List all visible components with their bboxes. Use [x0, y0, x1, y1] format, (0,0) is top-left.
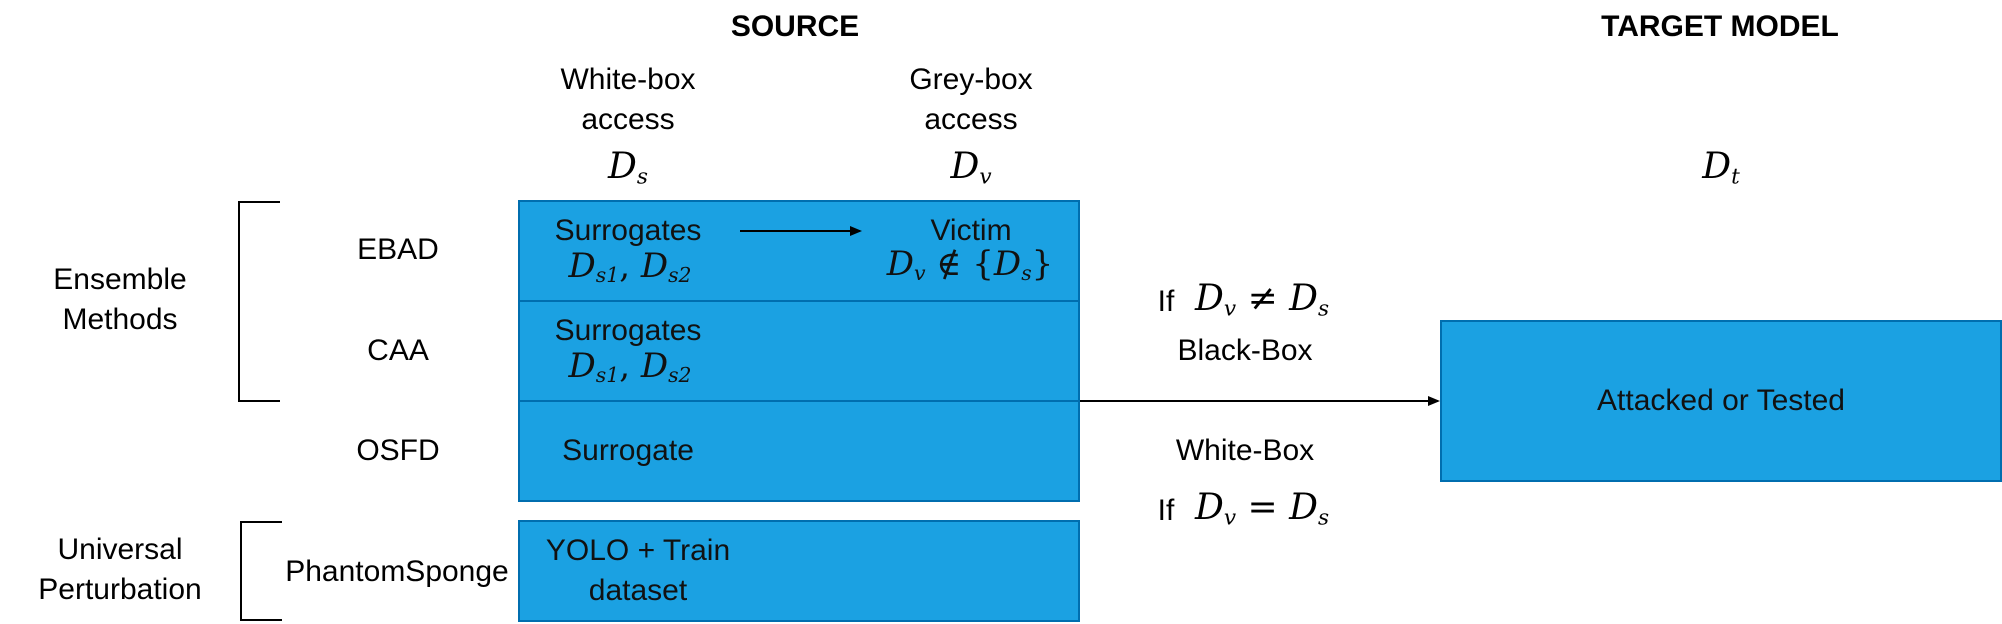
method-phantomsponge-label: PhantomSponge	[285, 555, 509, 588]
universal-bracket	[240, 521, 282, 621]
row-divider	[518, 300, 1080, 302]
caa-surrogates-formula: Ds1, Ds2	[568, 346, 692, 388]
method-caa-label: CAA	[367, 334, 429, 367]
target-model-header: TARGET MODEL	[1601, 10, 1839, 43]
if-label: If	[1157, 494, 1175, 527]
black-box-label: Black-Box	[1177, 334, 1313, 367]
ebad-surrogates-label: Surrogates	[554, 214, 702, 247]
caa-surrogates-label: Surrogates	[554, 314, 702, 347]
ebad-victim-label: Victim	[930, 214, 1012, 247]
universal-perturbation-label: Universal Perturbation	[38, 533, 202, 606]
if-label: If	[1157, 285, 1175, 318]
dv-eq-ds-formula: Dv = Ds	[1195, 487, 1330, 531]
dv-column-symbol: Dv	[950, 146, 992, 190]
dt-column-symbol: Dt	[1702, 146, 1740, 190]
ds-column-symbol: Ds	[608, 146, 648, 190]
target-model-box	[1440, 320, 2002, 482]
dv-neq-ds-formula: Dv ≠ Ds	[1195, 278, 1330, 322]
victim-formula: Dv ∉ {Ds}	[886, 244, 1054, 286]
white-box-access-label: White-box access	[560, 63, 696, 136]
white-box-label: White-Box	[1175, 434, 1315, 467]
method-osfd-label: OSFD	[356, 434, 440, 467]
source-header: SOURCE	[730, 10, 860, 43]
ensemble-methods-label: Ensemble Methods	[53, 263, 187, 336]
phantomsponge-text: YOLO + Train dataset	[545, 534, 731, 607]
phantomsponge-box	[518, 520, 1080, 622]
grey-box-access-label: Grey-box access	[909, 63, 1033, 136]
row-divider	[518, 400, 1080, 402]
ebad-surrogates-formula: Ds1, Ds2	[568, 246, 692, 288]
attacked-or-tested-label: Attacked or Tested	[1597, 384, 1845, 417]
ensemble-bracket	[238, 201, 280, 402]
source-box	[518, 200, 1080, 502]
method-ebad-label: EBAD	[357, 233, 439, 266]
osfd-surrogate-label: Surrogate	[562, 434, 694, 467]
